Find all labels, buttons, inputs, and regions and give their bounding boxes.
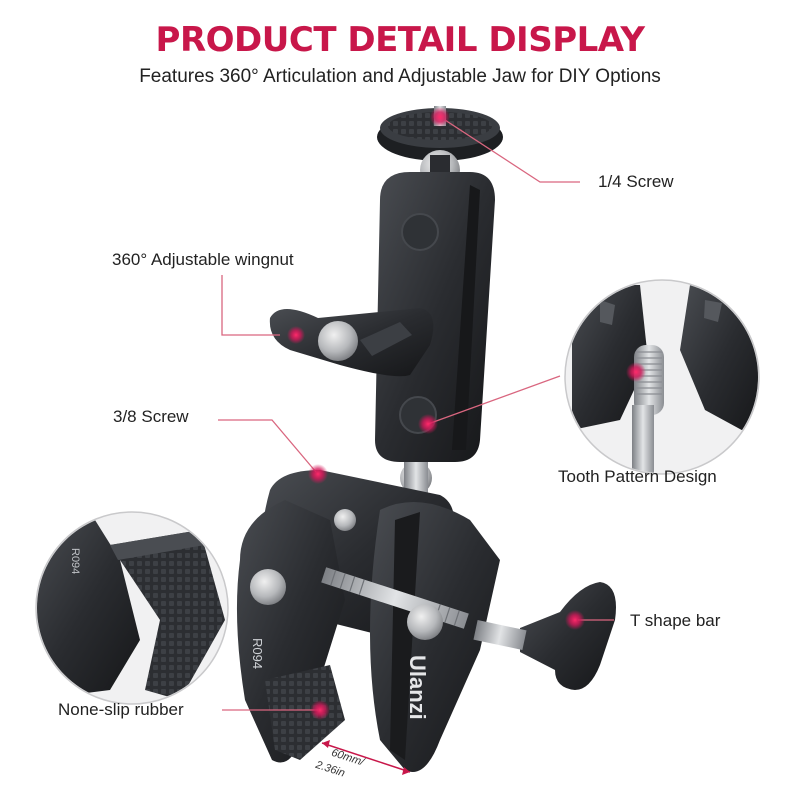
- callout-t-bar: T shape bar: [630, 611, 721, 630]
- articulating-arm: [269, 172, 495, 498]
- tooth-marker: [418, 414, 438, 434]
- page-subtitle: Features 360° Articulation and Adjustabl…: [139, 66, 661, 87]
- t-bar-marker: [565, 610, 585, 630]
- rubber-detail: R094: [35, 511, 229, 705]
- page-title: PRODUCT DETAIL DISPLAY: [155, 20, 645, 60]
- wingnut-marker: [287, 326, 305, 344]
- super-clamp: R094 Ulanzi: [236, 470, 616, 772]
- quarter-screw-marker: [430, 107, 450, 127]
- callout-leader-lines: [218, 119, 614, 711]
- rubber-marker: [310, 700, 330, 720]
- callout-three-eighths-screw: 3/8 Screw: [113, 407, 189, 426]
- rubber-detail-model-text: R094: [69, 548, 81, 574]
- brand-logo-text: Ulanzi: [405, 655, 430, 720]
- callout-rubber: None-slip rubber: [58, 700, 184, 719]
- clamp-model-text: R094: [250, 638, 265, 669]
- callout-tooth-pattern: Tooth Pattern Design: [558, 467, 717, 486]
- three-eighths-marker: [308, 464, 328, 484]
- callout-wingnut: 360° Adjustable wingnut: [112, 250, 294, 269]
- callout-quarter-screw: 1/4 Screw: [598, 172, 674, 191]
- tooth-pattern-detail: [564, 279, 760, 475]
